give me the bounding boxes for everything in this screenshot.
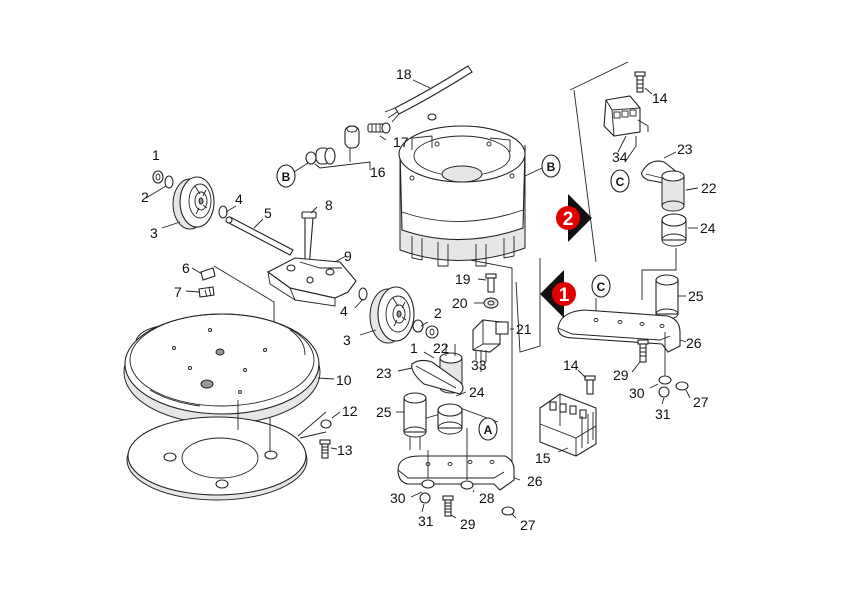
part-label-19: 19 (455, 271, 471, 287)
wheel-bracket-assembly (185, 206, 357, 322)
ref-a: A (478, 417, 498, 441)
part-label-27b: 27 (693, 394, 709, 410)
part-label-3a: 3 (150, 225, 158, 241)
base-platter-assembly (123, 313, 341, 501)
part-label-15: 15 (535, 450, 551, 466)
part-label-7: 7 (174, 284, 182, 300)
ref-b-right-text: B (547, 160, 556, 174)
lower-capacitor-group (396, 344, 521, 519)
left-wheel-assembly (145, 170, 294, 256)
ref-c-top: C (610, 169, 630, 193)
part-label-23a: 23 (376, 365, 392, 381)
part-label-5: 5 (264, 205, 272, 221)
motor-housing (398, 125, 543, 267)
part-label-22a: 22 (433, 340, 449, 356)
part-label-29b: 29 (613, 367, 629, 383)
contactor (539, 369, 597, 457)
part-label-17: 17 (393, 134, 409, 150)
marker-1-badge (552, 282, 576, 306)
part-label-29a: 29 (460, 516, 476, 532)
part-label-8: 8 (325, 197, 333, 213)
part-label-23b: 23 (677, 141, 693, 157)
part-label-24a: 24 (469, 384, 485, 400)
part-label-18: 18 (396, 66, 412, 82)
part-label-2a: 2 (141, 189, 149, 205)
part-label-26b: 26 (686, 335, 702, 351)
part-label-28: 28 (479, 490, 495, 506)
part-label-20: 20 (452, 295, 468, 311)
part-label-30a: 30 (390, 490, 406, 506)
part-label-21: 21 (516, 321, 532, 337)
marker-1-text: 1 (559, 285, 570, 306)
marker-2-badge (556, 206, 580, 230)
part-labels: 1 2 3 4 5 6 7 8 9 4 2 3 10 12 13 16 17 1… (141, 66, 717, 533)
part-label-6: 6 (182, 260, 190, 276)
part-label-14b: 14 (652, 90, 668, 106)
part-label-25a: 25 (376, 404, 392, 420)
part-label-10: 10 (336, 372, 352, 388)
marker-2-text: 2 (563, 209, 574, 230)
part-label-31b: 31 (655, 406, 671, 422)
part-label-1a: 1 (152, 147, 160, 163)
part-label-13: 13 (337, 442, 353, 458)
ref-b-left-text: B (282, 170, 291, 184)
ref-c-top-text: C (616, 175, 625, 189)
part-label-16: 16 (370, 164, 386, 180)
part-label-31a: 31 (418, 513, 434, 529)
part-label-3b: 3 (343, 332, 351, 348)
part-label-4b: 4 (340, 303, 348, 319)
ref-a-text: A (484, 423, 493, 437)
part-label-4a: 4 (235, 191, 243, 207)
cable-assembly (293, 65, 473, 173)
part-label-24b: 24 (700, 220, 716, 236)
part-label-22b: 22 (701, 180, 717, 196)
marker-2: 2 (556, 194, 592, 242)
part-label-1b: 1 (410, 340, 418, 356)
reference-circles: B B C C A (276, 154, 630, 441)
switch-holder-assembly (472, 273, 514, 372)
part-label-25b: 25 (688, 288, 704, 304)
part-label-9: 9 (344, 248, 352, 264)
ref-c-mid-text: C (597, 280, 606, 294)
part-label-30b: 30 (629, 385, 645, 401)
part-label-26a: 26 (527, 473, 543, 489)
part-label-2b: 2 (434, 305, 442, 321)
part-label-27a: 27 (520, 517, 536, 533)
part-label-33: 33 (471, 357, 487, 373)
marker-1: 1 (540, 270, 576, 318)
part-label-14a: 14 (563, 357, 579, 373)
upper-right-group (557, 71, 699, 405)
part-label-12: 12 (342, 403, 358, 419)
right-wheel-assembly (354, 286, 439, 344)
ref-b-right: B (541, 154, 561, 178)
ref-c-mid: C (591, 274, 611, 298)
part-label-34: 34 (612, 149, 628, 165)
ref-b-left: B (276, 164, 296, 188)
